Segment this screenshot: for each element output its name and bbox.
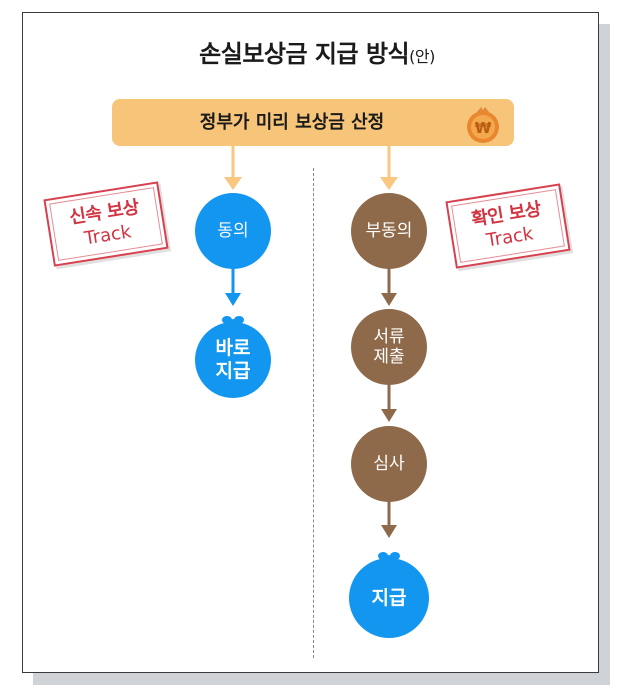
- stamp-inner-border: [451, 189, 565, 263]
- stamp-inner-border: [49, 187, 163, 261]
- node-agree: 동의: [195, 193, 271, 269]
- banner-label: 정부가 미리 보상금 산정: [199, 112, 385, 133]
- svg-text:₩: ₩: [475, 119, 492, 137]
- arrow-right-3: [381, 501, 397, 538]
- won-coin-icon: ₩: [467, 107, 499, 143]
- node-review: 심사: [351, 426, 427, 502]
- title-suffix: (안): [409, 47, 435, 66]
- node-immediate-payment: 바로 지급: [195, 322, 271, 398]
- node-payment: 지급: [349, 558, 429, 638]
- node-disagree: 부동의: [351, 193, 427, 269]
- arrow-banner-left: [224, 146, 242, 190]
- track-divider: [313, 168, 314, 658]
- node-disagree-label: 부동의: [365, 220, 413, 241]
- node-payment-label: 지급: [371, 586, 407, 609]
- diagram-title: 손실보상금 지급 방식(안): [0, 34, 634, 69]
- title-main: 손실보상금 지급 방식: [199, 40, 410, 68]
- arrow-right-2: [381, 384, 397, 422]
- arrow-left-1: [225, 268, 241, 306]
- node-agree-label: 동의: [217, 220, 249, 241]
- arrow-banner-right: [380, 146, 398, 190]
- node-submit-documents: 서류 제출: [351, 309, 427, 385]
- node-immediate-payment-label: 바로 지급: [215, 337, 251, 382]
- arrow-right-1: [381, 268, 397, 306]
- banner-bar: [112, 99, 514, 146]
- node-submit-documents-label: 서류 제출: [373, 326, 405, 367]
- node-review-label: 심사: [373, 453, 405, 474]
